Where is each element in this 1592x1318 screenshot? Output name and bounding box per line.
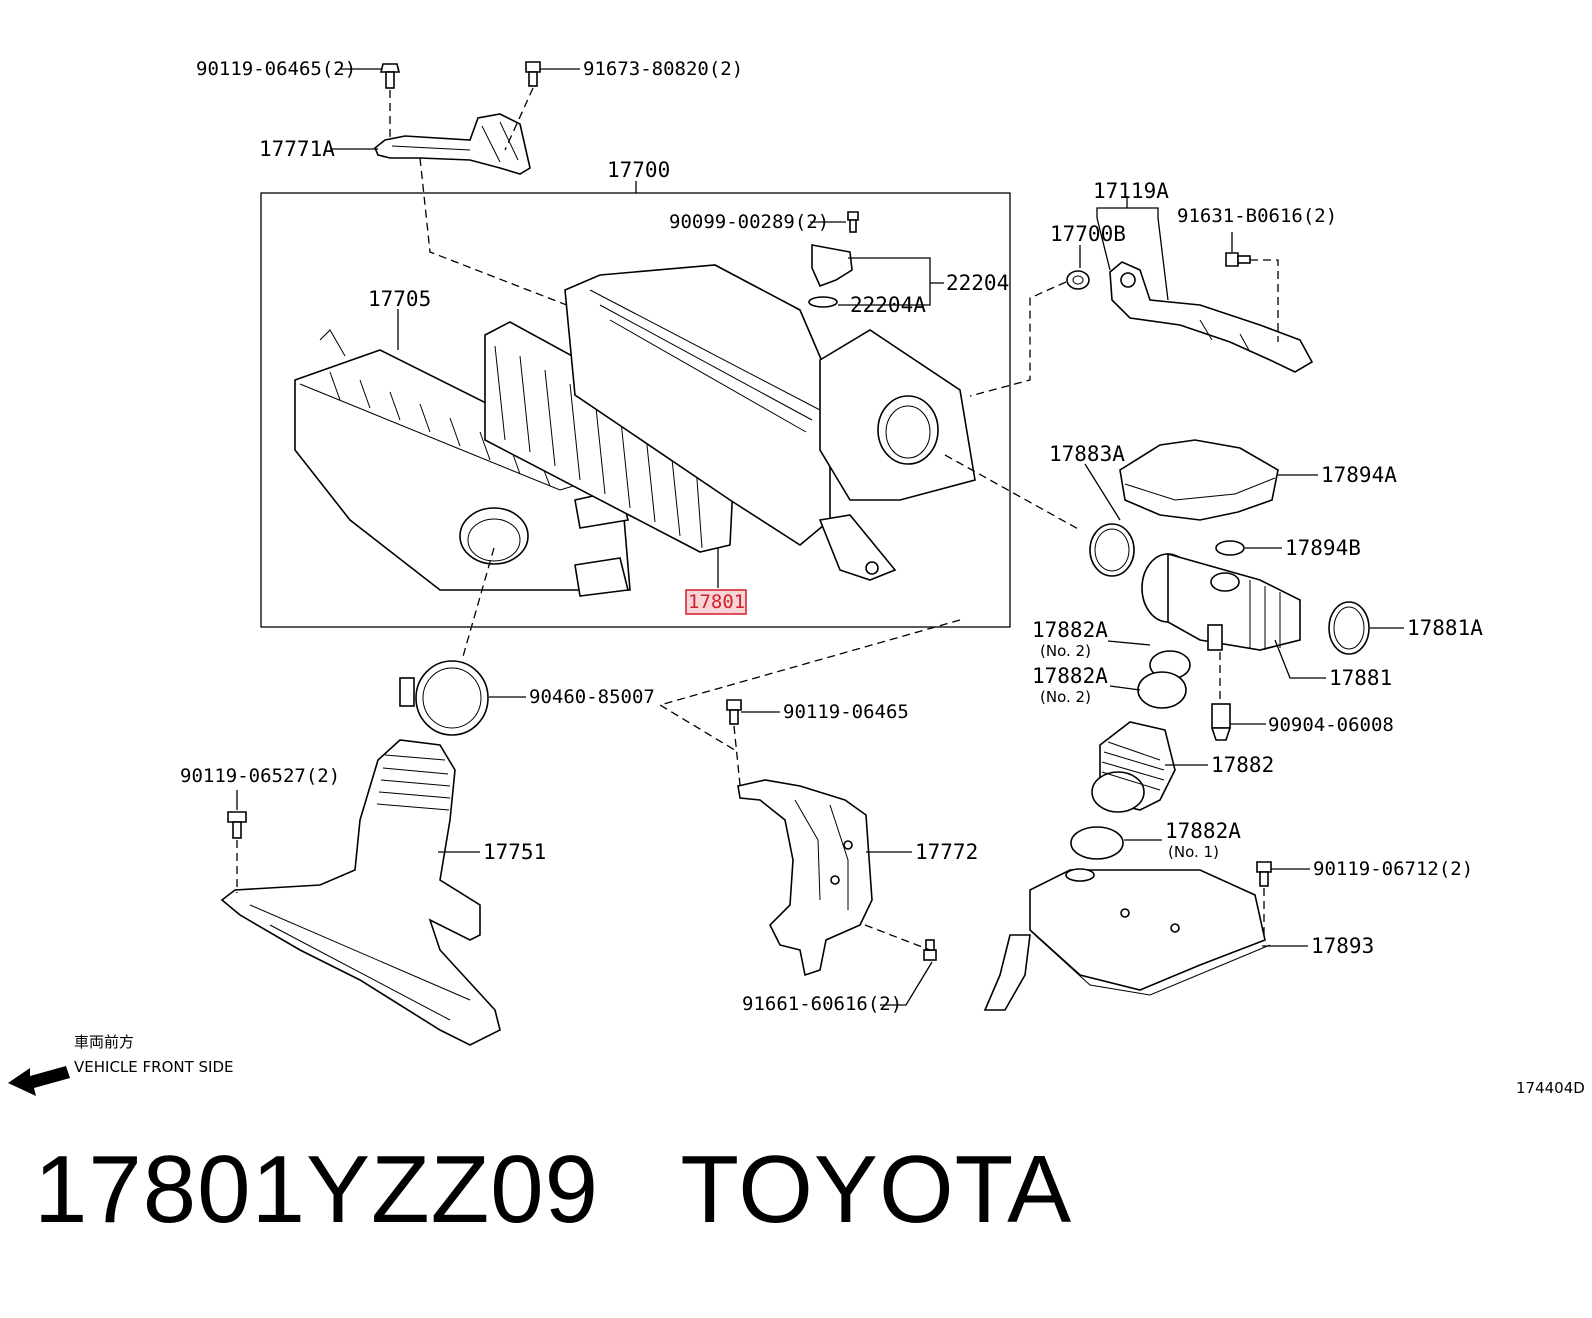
label-17881A[interactable]: 17881A (1407, 616, 1483, 640)
vehicle-front-arrow-icon (8, 1066, 70, 1096)
label-17881[interactable]: 17881 (1329, 666, 1392, 690)
label-90904-06008[interactable]: 90904-06008 (1268, 714, 1394, 736)
hose-17882 (1091, 721, 1176, 813)
bolt-90119-06465-top-icon (379, 63, 401, 89)
label-17882A-b[interactable]: 17882A (1032, 664, 1108, 688)
cover-17894A (1119, 439, 1279, 521)
label-91631-B0616-2[interactable]: 91631-B0616(2) (1177, 205, 1337, 227)
label-17883A[interactable]: 17883A (1049, 442, 1125, 466)
bracket-17772 (737, 779, 873, 977)
clamp-17881A-icon (1328, 601, 1370, 655)
label-17751[interactable]: 17751 (483, 840, 546, 864)
label-17882A-a-sub: (No. 2) (1040, 642, 1091, 660)
label-17771A[interactable]: 17771A (259, 137, 335, 161)
diagram-code: 174404D (1516, 1079, 1585, 1097)
label-17882A-c[interactable]: 17882A (1165, 819, 1241, 843)
parts-diagram: 17700 17771A 90119-06465(2) 91673-80820(… (8, 58, 1585, 1097)
bolt-90119-06527-icon (227, 811, 247, 839)
grommet-17700B-icon (1066, 270, 1090, 290)
direction-en: VEHICLE FRONT SIDE (74, 1058, 234, 1076)
air-filter-element-17801 (484, 321, 736, 553)
label-91661-60616-2[interactable]: 91661-60616(2) (742, 993, 902, 1015)
clamp-90460-85007-icon (415, 660, 489, 736)
clamp-17882A-no2-lower-icon (1137, 671, 1187, 709)
label-17882A-a[interactable]: 17882A (1032, 618, 1108, 642)
grommet-17894B-icon (1215, 540, 1245, 556)
label-17882[interactable]: 17882 (1211, 753, 1274, 777)
label-17893[interactable]: 17893 (1311, 934, 1374, 958)
label-90119-06465-2[interactable]: 90119-06465(2) (196, 58, 356, 80)
label-17119A[interactable]: 17119A (1093, 179, 1169, 203)
air-flow-meter-22204 (808, 244, 853, 308)
tray-17893 (983, 868, 1271, 1011)
clamp-17882A-no1-icon (1070, 826, 1124, 860)
highlighted-part-17801[interactable]: 17801 (685, 589, 747, 615)
label-17700[interactable]: 17700 (607, 158, 670, 182)
label-22204A[interactable]: 22204A (850, 293, 926, 317)
label-17801[interactable]: 17801 (688, 591, 745, 613)
label-90119-06712-2[interactable]: 90119-06712(2) (1313, 858, 1473, 880)
bolt-90119-06465-icon (726, 699, 742, 725)
label-22204[interactable]: 22204 (946, 271, 1009, 295)
label-90119-06465[interactable]: 90119-06465 (783, 701, 909, 723)
label-17772[interactable]: 17772 (915, 840, 978, 864)
sensor-90904-06008-icon (1210, 703, 1232, 741)
label-90460-85007[interactable]: 90460-85007 (529, 686, 655, 708)
bolt-91631-B0616-icon (1225, 252, 1251, 267)
label-17894A[interactable]: 17894A (1321, 463, 1397, 487)
label-17894B[interactable]: 17894B (1285, 536, 1361, 560)
label-91673-80820-2[interactable]: 91673-80820(2) (583, 58, 743, 80)
bolt-90119-06712-icon (1256, 861, 1272, 887)
label-90099-00289-2[interactable]: 90099-00289(2) (669, 211, 829, 233)
bolt-91673-80820-icon (525, 61, 541, 87)
clamp-17883A-icon (1089, 523, 1135, 577)
air-cleaner-case (564, 264, 976, 581)
part-title: 17801YZZ09 TOYOTA (34, 1136, 1073, 1243)
label-17882A-b-sub: (No. 2) (1040, 688, 1091, 706)
bracket-17119A (1109, 261, 1314, 373)
label-17700B[interactable]: 17700B (1050, 222, 1126, 246)
label-17705[interactable]: 17705 (368, 287, 431, 311)
screw-90099-00289-icon (847, 211, 859, 233)
air-inlet-duct-17751 (220, 739, 501, 1046)
bracket-17771A (374, 113, 531, 175)
label-90119-06527-2[interactable]: 90119-06527(2) (180, 765, 340, 787)
intake-hose-17881 (1141, 552, 1301, 651)
label-17882A-c-sub: (No. 1) (1168, 843, 1219, 861)
direction-jp: 車両前方 (74, 1033, 134, 1051)
